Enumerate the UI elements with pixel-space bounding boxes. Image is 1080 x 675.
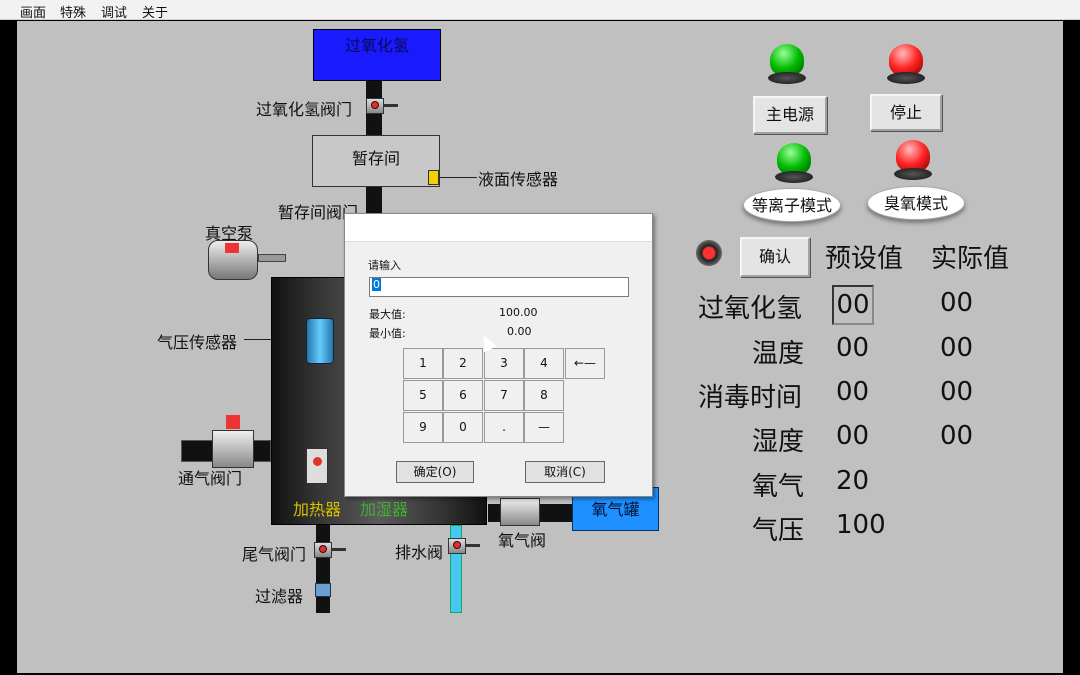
- ozone-mode-button[interactable]: 臭氧模式: [867, 186, 965, 220]
- dialog-ok-button[interactable]: 确定(O): [396, 461, 474, 483]
- preset-oxygen[interactable]: 20: [836, 466, 870, 496]
- menu-screen[interactable]: 画面: [20, 6, 47, 21]
- preset-time[interactable]: 00: [836, 377, 870, 407]
- h2o2-valve-label: 过氧化氢阀门: [256, 100, 353, 119]
- key-3[interactable]: 3: [484, 348, 524, 379]
- menu-debug[interactable]: 调试: [101, 6, 128, 21]
- preset-temp[interactable]: 00: [836, 333, 870, 363]
- key-backspace[interactable]: ←—: [565, 348, 605, 379]
- menu-bar: 画面 特殊 调试 关于: [0, 0, 1080, 21]
- preset-humidity[interactable]: 00: [836, 421, 870, 451]
- pressure-sensor-label: 气压传感器: [157, 333, 238, 352]
- main-power-button[interactable]: 主电源: [753, 96, 827, 134]
- oxygen-tank-label: 氧气罐: [591, 500, 640, 519]
- heater-label: 加热器: [293, 500, 342, 519]
- key-minus[interactable]: —: [524, 412, 564, 443]
- key-1[interactable]: 1: [403, 348, 443, 379]
- actual-header: 实际值: [931, 244, 1010, 274]
- dialog-value-text: 0: [372, 278, 381, 291]
- dialog-value-input[interactable]: 0: [369, 277, 629, 297]
- exhaust-valve-label: 尾气阀门: [242, 545, 307, 564]
- stop-button[interactable]: 停止: [870, 94, 942, 131]
- param-label-humidity: 湿度: [752, 427, 805, 457]
- plasma-lamp-icon: [775, 143, 813, 185]
- key-5[interactable]: 5: [403, 380, 443, 411]
- preset-pressure[interactable]: 100: [836, 510, 886, 540]
- key-0[interactable]: 0: [443, 412, 483, 443]
- oxygen-valve-icon[interactable]: [500, 498, 540, 526]
- pressure-sensor-icon: [306, 318, 334, 364]
- vacuum-pump-label: 真空泵: [205, 224, 254, 243]
- numeric-input-dialog: 请输入 0 最大值: 100.00 最小值: 0.00 1 2 3 4 ←— 5…: [344, 213, 653, 497]
- oxygen-valve-label: 氧气阀: [498, 531, 547, 550]
- pressure-sensor-line: [244, 339, 272, 340]
- preset-h2o2-input[interactable]: 00: [832, 285, 874, 325]
- menu-special[interactable]: 特殊: [60, 6, 87, 21]
- key-8[interactable]: 8: [524, 380, 564, 411]
- exhaust-valve[interactable]: [310, 538, 346, 562]
- menu-about[interactable]: 关于: [142, 6, 169, 21]
- level-sensor-label: 液面传感器: [478, 170, 559, 189]
- dialog-cancel-button[interactable]: 取消(C): [525, 461, 605, 483]
- filter-label: 过滤器: [255, 587, 304, 606]
- level-sensor-line: [439, 177, 477, 178]
- actual-h2o2: 00: [940, 288, 974, 318]
- param-label-oxygen: 氧气: [752, 472, 805, 502]
- param-label-temp: 温度: [752, 339, 805, 369]
- power-lamp-icon: [768, 44, 806, 86]
- dialog-titlebar[interactable]: [345, 214, 652, 242]
- level-sensor-icon: [428, 170, 439, 185]
- preset-header: 预设值: [825, 244, 904, 274]
- min-label: 最小值:: [369, 327, 406, 340]
- confirm-indicator-icon: [696, 240, 722, 266]
- plasma-mode-button[interactable]: 等离子模式: [743, 188, 841, 222]
- dialog-prompt: 请输入: [368, 259, 401, 272]
- actual-time: 00: [940, 377, 974, 407]
- param-label-pressure: 气压: [752, 516, 805, 546]
- drain-valve[interactable]: [444, 534, 480, 558]
- key-6[interactable]: 6: [443, 380, 483, 411]
- key-4[interactable]: 4: [524, 348, 564, 379]
- stop-lamp-icon: [887, 44, 925, 86]
- filter-icon: [315, 583, 331, 597]
- h2o2-tank-label: 过氧化氢: [344, 36, 409, 55]
- key-2[interactable]: 2: [443, 348, 483, 379]
- storage-valve-label: 暂存间阀门: [278, 203, 359, 222]
- vent-valve-icon[interactable]: [212, 415, 254, 468]
- key-9[interactable]: 9: [403, 412, 443, 443]
- max-value: 100.00: [499, 306, 538, 319]
- h2o2-valve[interactable]: [362, 94, 398, 118]
- max-label: 最大值:: [369, 308, 406, 321]
- vacuum-pump-icon: [208, 240, 258, 280]
- vent-valve-label: 通气阀门: [178, 469, 243, 488]
- key-dot[interactable]: .: [484, 412, 524, 443]
- pump-pipe: [258, 254, 286, 262]
- param-label-time: 消毒时间: [698, 383, 803, 413]
- h2o2-tank: 过氧化氢: [313, 29, 441, 81]
- drain-valve-label: 排水阀: [395, 543, 444, 562]
- heater-icon: [306, 448, 328, 484]
- actual-temp: 00: [940, 333, 974, 363]
- actual-humidity: 00: [940, 421, 974, 451]
- humidifier-label: 加湿器: [360, 500, 409, 519]
- storage-label: 暂存间: [351, 149, 400, 168]
- ozone-lamp-icon: [894, 140, 932, 182]
- storage-tank: 暂存间: [312, 135, 440, 187]
- param-label-h2o2: 过氧化氢: [698, 294, 803, 324]
- confirm-button[interactable]: 确认: [740, 237, 810, 277]
- min-value: 0.00: [507, 325, 532, 338]
- key-7[interactable]: 7: [484, 380, 524, 411]
